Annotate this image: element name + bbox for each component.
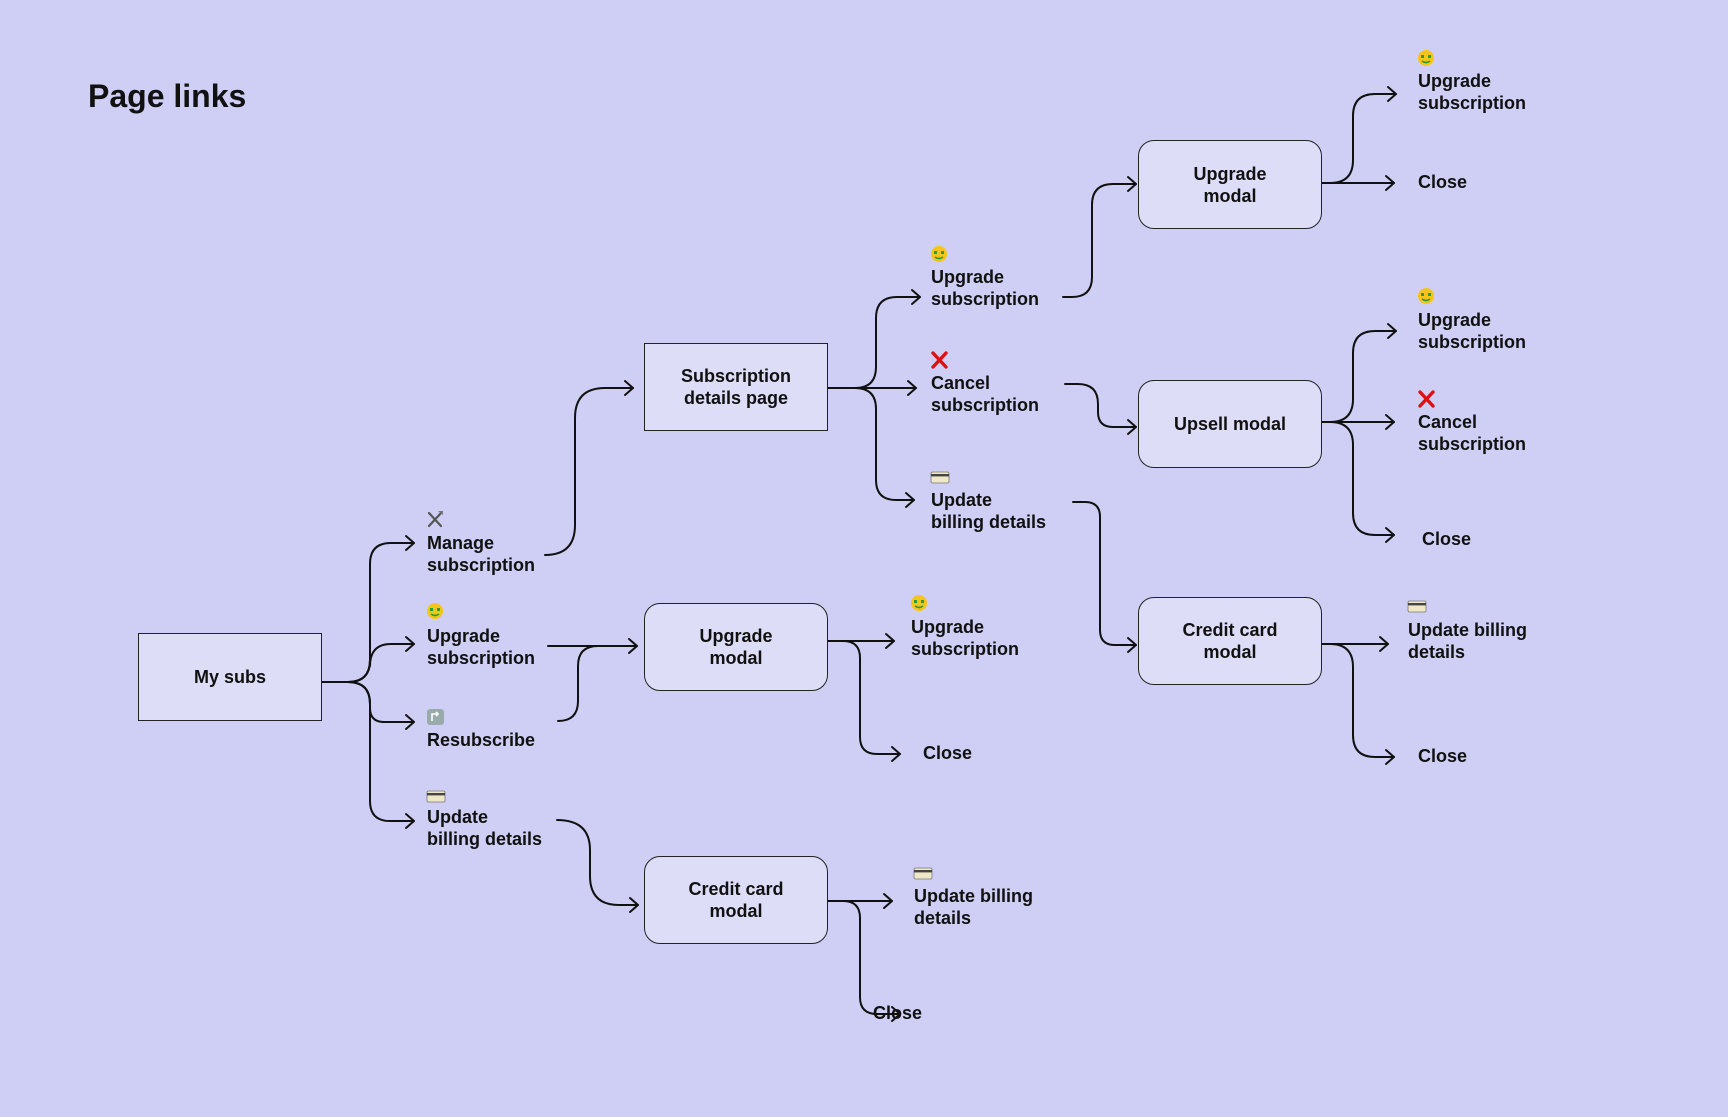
connector bbox=[544, 387, 634, 556]
connector bbox=[347, 681, 415, 723]
arrowhead bbox=[1385, 527, 1395, 543]
arrowhead bbox=[883, 893, 893, 909]
node-my-subs[interactable]: My subs bbox=[138, 633, 322, 721]
arrowhead bbox=[624, 380, 634, 396]
link-resubscribe[interactable]: Resubscribe bbox=[427, 730, 536, 750]
link-close[interactable]: Close bbox=[923, 743, 973, 763]
arrowhead bbox=[405, 813, 415, 829]
connector bbox=[842, 640, 901, 755]
arrowhead bbox=[1385, 175, 1395, 191]
link-close[interactable]: Close bbox=[1422, 529, 1472, 549]
money-face-icon bbox=[930, 245, 950, 263]
link-cancel-subscription[interactable]: Cancel subscription bbox=[931, 373, 1040, 415]
connector bbox=[1062, 183, 1137, 298]
credit-card-icon bbox=[913, 865, 933, 883]
credit-card-icon bbox=[426, 788, 446, 806]
tools-icon bbox=[426, 510, 446, 528]
arrowhead bbox=[891, 746, 901, 762]
connector bbox=[827, 296, 921, 389]
money-face-icon bbox=[1417, 287, 1437, 305]
link-close[interactable]: Close bbox=[873, 1003, 923, 1023]
connector bbox=[1064, 383, 1137, 428]
credit-card-icon bbox=[930, 469, 950, 487]
arrowhead bbox=[405, 636, 415, 652]
connector bbox=[1329, 330, 1397, 423]
arrowhead bbox=[907, 380, 917, 396]
connector bbox=[1329, 93, 1397, 184]
node-upsell-modal[interactable]: Upsell modal bbox=[1138, 380, 1322, 468]
arrowhead bbox=[628, 638, 638, 654]
link-update-billing-details[interactable]: Update billing details bbox=[427, 807, 543, 849]
red-x-icon bbox=[1417, 390, 1437, 408]
arrowhead bbox=[905, 492, 915, 508]
connector bbox=[347, 643, 415, 683]
node-subscription-details-page[interactable]: Subscription details page bbox=[644, 343, 828, 431]
arrowhead bbox=[911, 289, 921, 305]
connector bbox=[854, 387, 915, 501]
arrowhead bbox=[1385, 414, 1395, 430]
link-upgrade-subscription[interactable]: Upgrade subscription bbox=[427, 626, 536, 668]
arrowhead bbox=[629, 897, 639, 913]
link-update-billing-details[interactable]: Update billing details bbox=[931, 490, 1047, 532]
link-close[interactable]: Close bbox=[1418, 746, 1468, 766]
connector bbox=[1329, 643, 1395, 758]
link-upgrade-subscription[interactable]: Upgrade subscription bbox=[931, 267, 1040, 309]
link-cancel-subscription[interactable]: Cancel subscription bbox=[1418, 412, 1527, 454]
arrowhead bbox=[1379, 636, 1389, 652]
arrowhead bbox=[1127, 176, 1137, 192]
node-credit-card-modal-right[interactable]: Credit card modal bbox=[1138, 597, 1322, 685]
arrowhead bbox=[1127, 637, 1137, 653]
arrowhead bbox=[405, 714, 415, 730]
arrowhead bbox=[1387, 86, 1397, 102]
node-credit-card-modal[interactable]: Credit card modal bbox=[644, 856, 828, 944]
money-face-icon bbox=[426, 602, 446, 620]
money-face-icon bbox=[910, 594, 930, 612]
link-upgrade-subscription[interactable]: Upgrade subscription bbox=[1418, 310, 1527, 352]
connector bbox=[321, 542, 415, 683]
arrowhead bbox=[1387, 323, 1397, 339]
arrowhead bbox=[1385, 749, 1395, 765]
node-upgrade-modal-top[interactable]: Upgrade modal bbox=[1138, 140, 1322, 229]
money-face-icon bbox=[1417, 49, 1437, 67]
arrowhead bbox=[405, 535, 415, 551]
page-title: Page links bbox=[88, 78, 247, 114]
connector bbox=[347, 681, 415, 822]
link-close[interactable]: Close bbox=[1418, 172, 1468, 192]
connector bbox=[556, 819, 639, 906]
connector bbox=[1072, 501, 1137, 646]
red-x-icon bbox=[930, 351, 950, 369]
connector bbox=[842, 900, 901, 1015]
link-upgrade-subscription[interactable]: Upgrade subscription bbox=[1418, 71, 1527, 113]
link-manage-subscription[interactable]: Manage subscription bbox=[427, 533, 536, 575]
arrowhead bbox=[1127, 419, 1137, 435]
link-upgrade-subscription[interactable]: Upgrade subscription bbox=[911, 617, 1020, 659]
arrowhead bbox=[885, 633, 895, 649]
link-update-billing-details[interactable]: Update billing details bbox=[1408, 620, 1527, 662]
credit-card-icon bbox=[1407, 598, 1427, 616]
link-update-billing-details[interactable]: Update billing details bbox=[914, 886, 1033, 928]
connector bbox=[1329, 421, 1395, 536]
repeat-icon bbox=[426, 708, 446, 726]
node-upgrade-modal[interactable]: Upgrade modal bbox=[644, 603, 828, 691]
connector bbox=[557, 645, 599, 722]
